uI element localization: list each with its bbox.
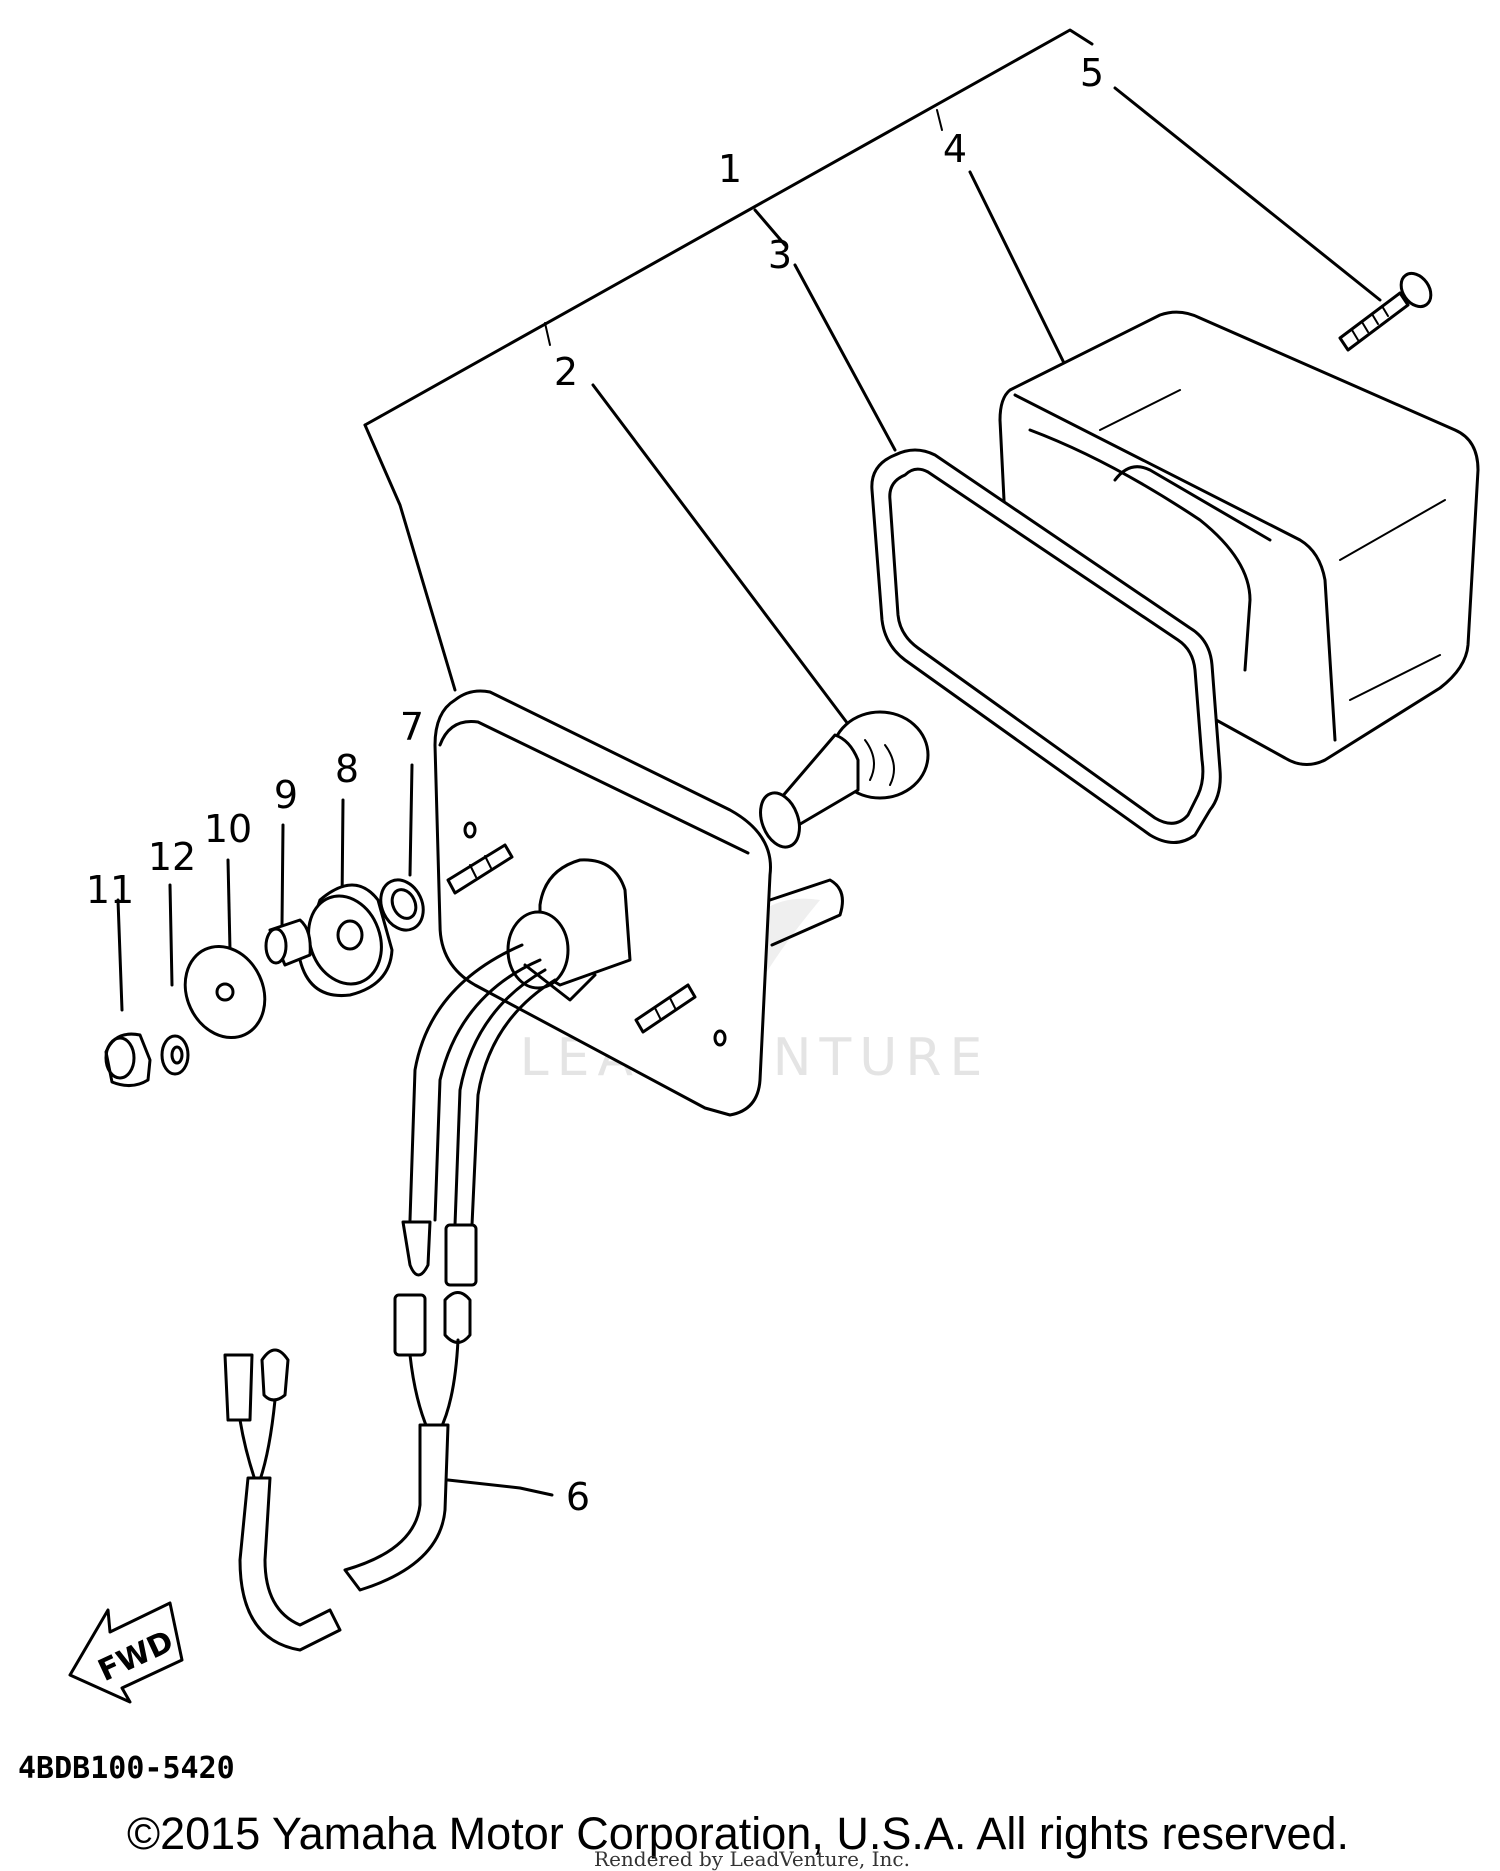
copyright-notice: ©2015 Yamaha Motor Corporation, U.S.A. A… — [127, 1808, 1349, 1859]
assembly-bracket — [363, 28, 1094, 692]
plate-washer-part — [183, 944, 267, 1040]
callout-4: 4 — [943, 127, 967, 171]
leader-lines — [116, 86, 1382, 1497]
callout-labels: 5 4 1 3 2 7 8 9 10 12 11 6 — [86, 51, 1104, 1519]
lamp-wires — [408, 943, 557, 1227]
nut-part — [104, 1032, 152, 1087]
rendered-by-note: Rendered by LeadVenture, Inc. — [594, 1847, 910, 1871]
screw-part — [1338, 271, 1433, 352]
grommet-part — [298, 883, 394, 998]
callout-9: 9 — [274, 773, 298, 817]
washer-part — [379, 878, 425, 932]
figure-code: 4BDB100-5420 — [18, 1751, 235, 1786]
callout-6: 6 — [566, 1475, 590, 1519]
gasket-part — [870, 448, 1222, 844]
lamp-connectors — [401, 1220, 478, 1287]
callout-8: 8 — [335, 747, 359, 791]
collar-part — [264, 918, 312, 967]
callout-2: 2 — [554, 350, 578, 394]
bulb-part — [759, 710, 930, 849]
callout-11: 11 — [86, 868, 134, 912]
callout-3: 3 — [768, 233, 792, 277]
lock-washer-part — [160, 1034, 190, 1076]
callout-1: 1 — [718, 147, 742, 191]
callout-7: 7 — [400, 705, 424, 749]
callout-5: 5 — [1080, 51, 1104, 95]
base-plate — [433, 689, 844, 1117]
callout-10: 10 — [204, 807, 252, 851]
callout-12: 12 — [148, 835, 196, 879]
forward-direction-arrow: FWD — [68, 1601, 184, 1704]
wire-harness — [223, 1291, 472, 1652]
